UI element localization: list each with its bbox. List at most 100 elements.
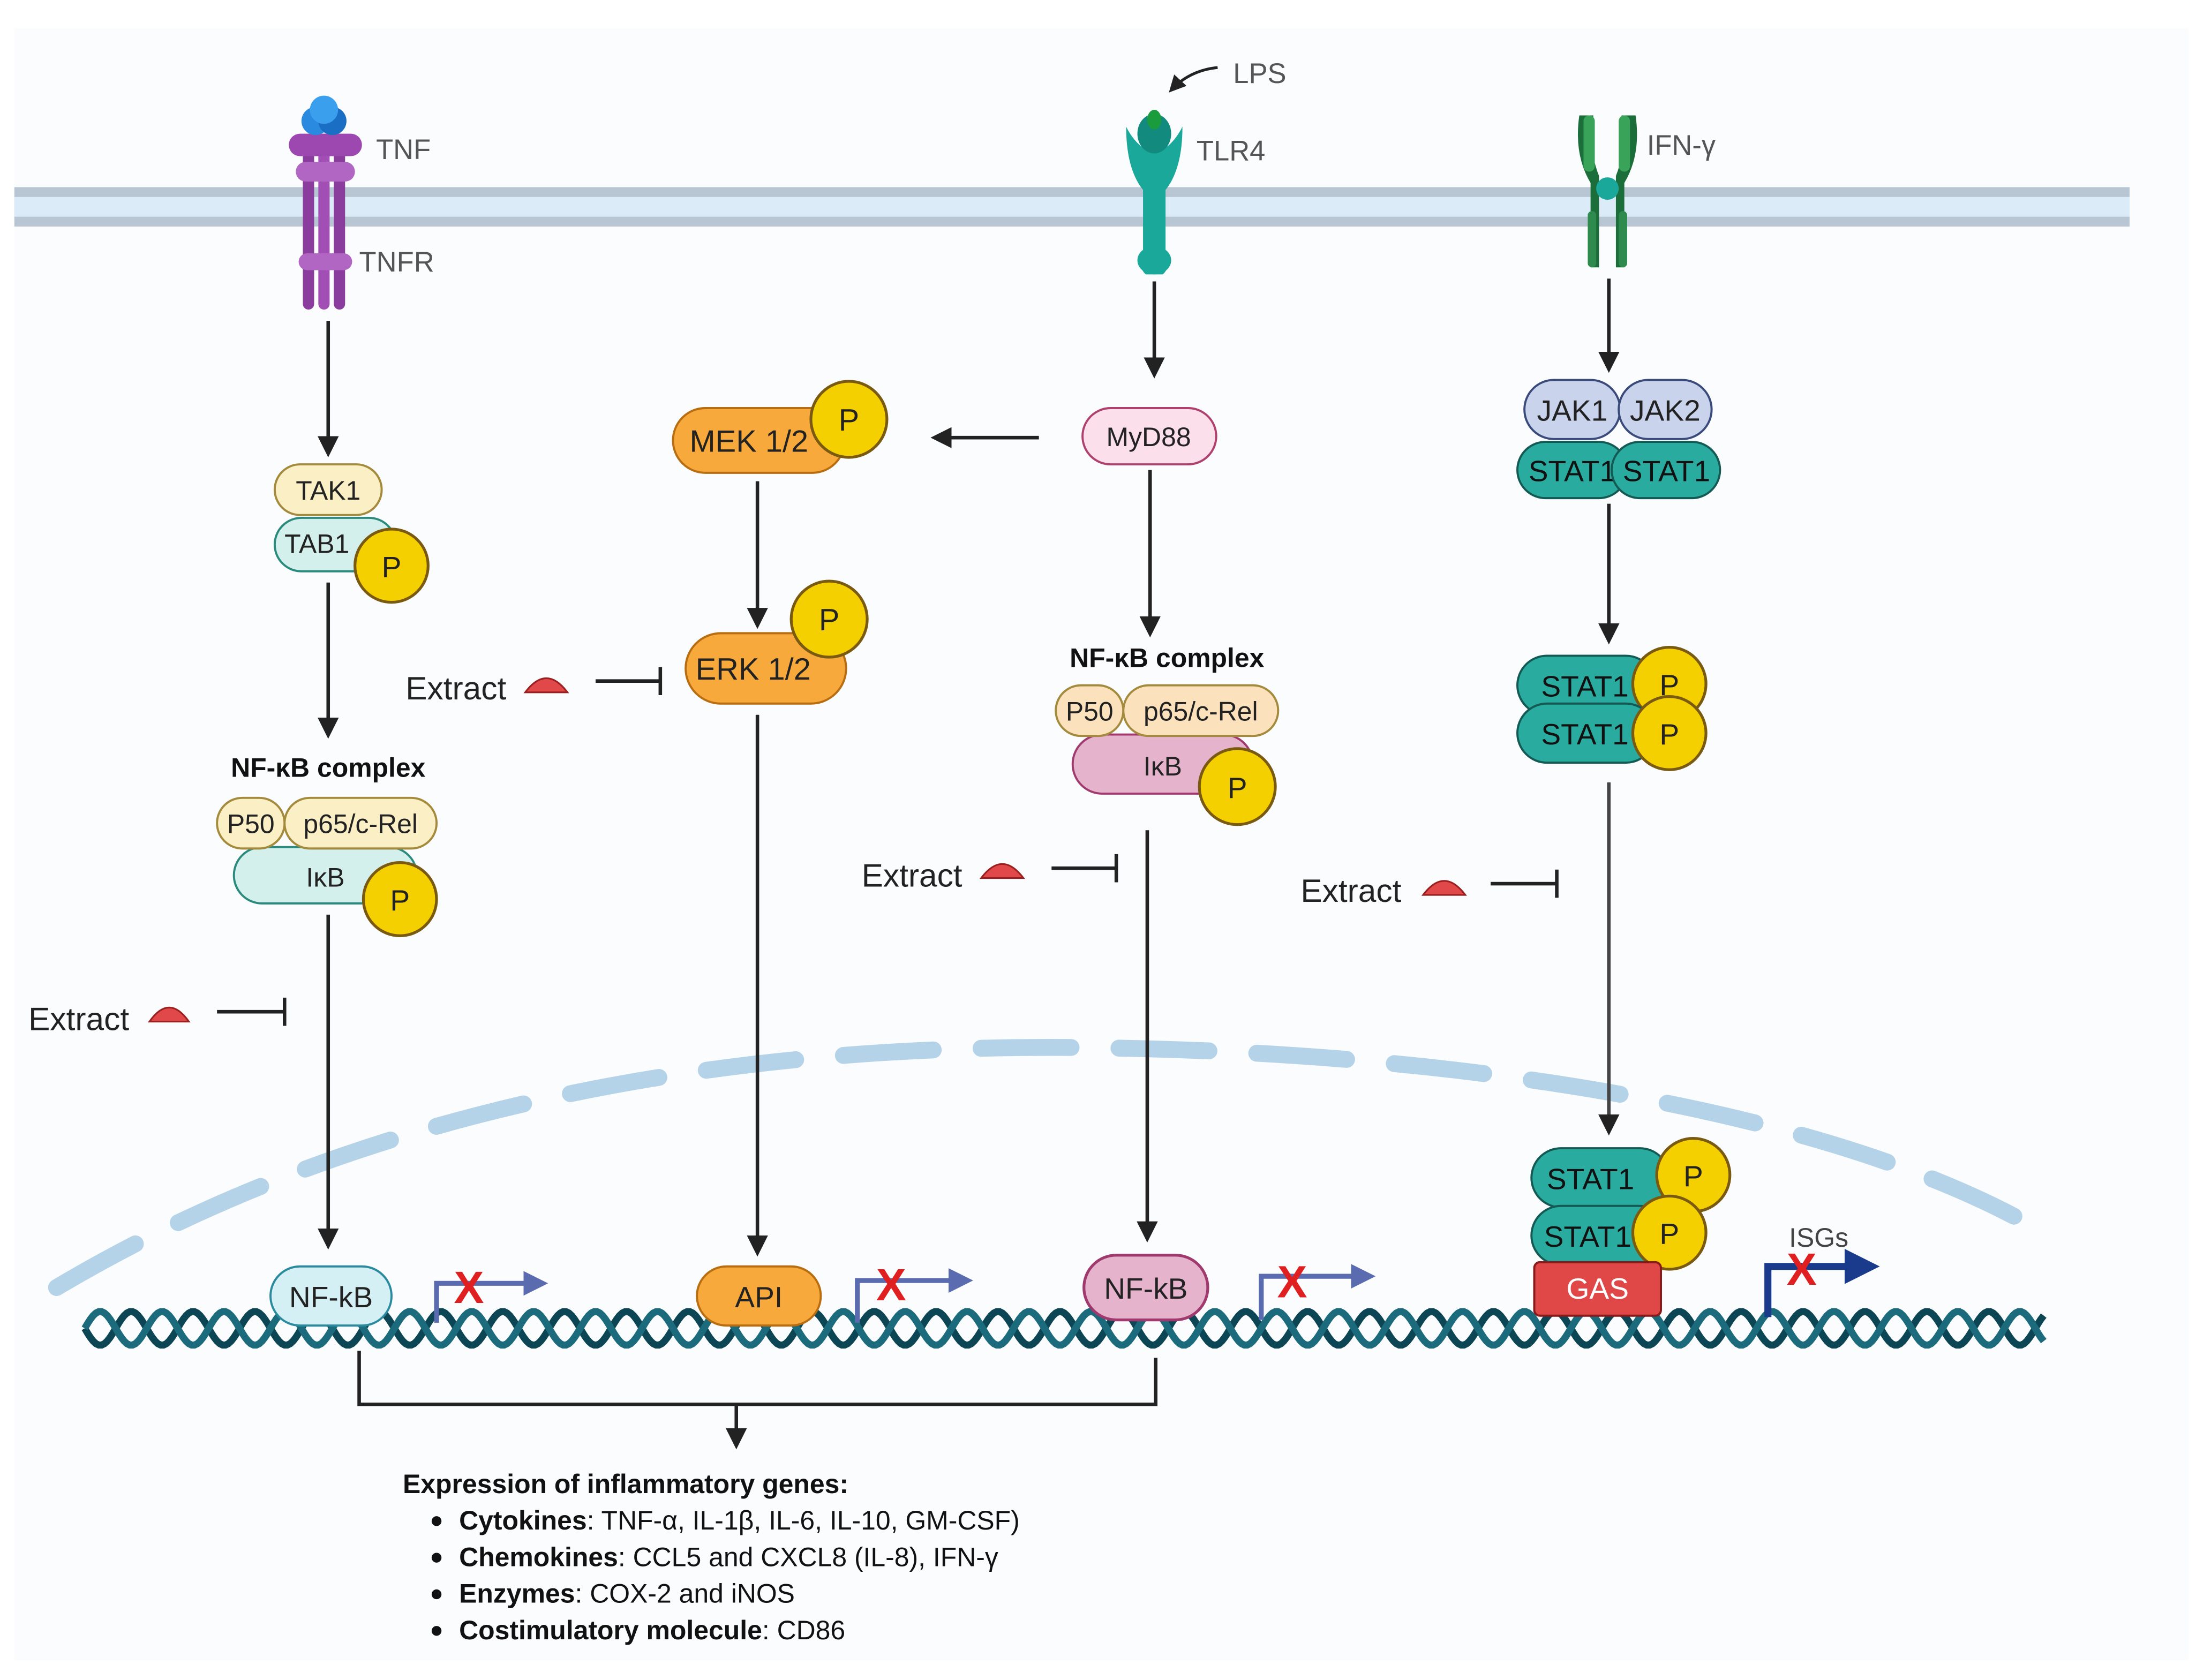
mek-label: MEK 1/2 [690,424,809,458]
ifng-label: IFN-γ [1647,130,1716,161]
svg-text:P: P [1659,1217,1679,1250]
stat1-nuclear-bottom-label: STAT1 [1544,1220,1631,1253]
svg-text:Chemokines: CCL5 and CXCL8 (IL: Chemokines: CCL5 and CXCL8 (IL-8), IFN-γ [459,1542,998,1572]
lps-label: LPS [1233,58,1286,89]
jak1-label: JAK1 [1537,394,1608,427]
expression-term: Enzymes [459,1579,575,1609]
myd88-node [1081,407,1217,466]
expression-item-enzymes: Enzymes: COX-2 and iNOS [431,1579,795,1609]
jak2-label: JAK2 [1630,394,1701,427]
gas-label: GAS [1567,1272,1629,1305]
tnfr-label: TNFR [359,246,434,278]
jak2-node [1618,379,1713,440]
extract-triangle-1 [148,1006,191,1023]
tlr4-receptor [1126,109,1183,275]
tnf-p50-label: P50 [227,809,275,839]
stat1-jak-right-label: STAT1 [1623,455,1710,488]
expression-item-cytokines: Cytokines: TNF-α, IL-1β, IL-6, IL-10, GM… [431,1505,1020,1535]
stat1-jak-right-node [1611,441,1721,500]
expression-item-chemokines: Chemokines: CCL5 and CXCL8 (IL-8), IFN-γ [431,1542,998,1572]
svg-text:P: P [1228,771,1247,804]
expression-detail: CCL5 and CXCL8 (IL-8), IFN-γ [626,1542,998,1572]
stat1-dimer-top-label: STAT1 [1541,670,1628,703]
extract-inhibitor-4: Extract [1300,869,1559,909]
tak1-node [273,463,383,516]
tak1-label: TAK1 [296,476,360,506]
ap1-transcription-blocked: X [855,1260,973,1323]
expression-title: Expression of inflammatory genes: [403,1469,848,1499]
tlr-p50-label: P50 [1066,696,1114,726]
tlr-p65-node [1122,684,1280,737]
stat1-dimer-bottom-phospho: P [1631,695,1708,771]
gas-element [1533,1261,1662,1317]
tlr-ikb-phospho: P [1198,747,1277,826]
tnf-ikb-phospho: P [362,861,438,937]
tlr-complex-title: NF-κB complex [1070,643,1265,673]
tnf-receptor [289,95,362,310]
extract-triangle-2 [523,677,569,694]
extract-triangle-3 [979,863,1025,879]
tnf-nfkb-nucleus-label: NF-kB [289,1280,373,1314]
tlr-nfkb-nucleus-label: NF-kB [1104,1272,1187,1305]
tnf-ikb-label: IκB [306,862,344,892]
extract-label-3: Extract [862,857,962,893]
tnf-block-x: X [454,1262,484,1313]
myd88-label: MyD88 [1107,422,1191,452]
ap1-node [696,1265,822,1327]
extract-inhibitor-3: Extract [862,854,1118,893]
stat1-nuclear-top-label: STAT1 [1547,1162,1634,1195]
svg-text:P: P [1683,1159,1703,1193]
expression-detail: COX-2 and iNOS [582,1579,795,1609]
svg-text:P: P [390,884,410,917]
ap1-block-x: X [876,1260,906,1310]
lps-arrow [1169,66,1218,93]
tlr-transcription-blocked: X [1259,1257,1376,1320]
expression-detail: CD86 [770,1615,845,1645]
expression-list: Cytokines: TNF-α, IL-1β, IL-6, IL-10, GM… [431,1505,1020,1645]
stat1-jak-left-label: STAT1 [1529,455,1616,488]
tlr-nfkb-nucleus-node [1082,1254,1209,1322]
stat1-nuclear-bottom-phospho: P [1631,1194,1708,1271]
svg-text:Cytokines: TNF-α, IL-1β, IL-6,: Cytokines: TNF-α, IL-1β, IL-6, IL-10, GM… [459,1505,1020,1535]
tnf-complex-title: NF-κB complex [231,752,426,782]
tab1-phospho: P [354,528,430,604]
tnf-transcription-blocked: X [434,1262,548,1323]
expression-detail: TNF-α, IL-1β, IL-6, IL-10, GM-CSF) [595,1505,1020,1535]
dna-helix [81,1308,2047,1349]
erk-phospho: P [789,579,869,659]
svg-text:P: P [1659,718,1679,751]
svg-text:P: P [839,403,860,438]
expression-term: Chemokines [459,1542,618,1572]
tab1-label: TAB1 [284,529,349,559]
expression-term: Costimulatory molecule [459,1615,762,1645]
svg-text:P: P [382,550,402,583]
isgs-block-x: X [1787,1244,1817,1294]
extract-inhibitor-1: Extract [28,997,287,1037]
svg-text:P: P [819,603,840,637]
extract-label-2: Extract [405,670,506,706]
expression-term: Cytokines [459,1505,587,1535]
tlr-p65-label: p65/c-Rel [1144,696,1258,726]
tnf-p65-node [283,796,438,850]
isgs-transcription-blocked: ISGs X [1764,1223,1880,1317]
mek-phospho: P [809,380,889,459]
extract-inhibitor-2: Extract [405,667,663,706]
ifngr-receptor [1577,115,1637,268]
erk-label: ERK 1/2 [696,652,811,687]
tlr4-label: TLR4 [1197,135,1266,167]
stat1-dimer-bottom-label: STAT1 [1541,718,1628,751]
tlr-ikb-label: IκB [1144,751,1182,781]
expression-item-costimulatory: Costimulatory molecule: CD86 [431,1615,845,1645]
extract-label-1: Extract [28,1000,129,1037]
tnf-p65-label: p65/c-Rel [303,809,418,839]
isgs-label: ISGs [1789,1223,1848,1253]
tnf-nfkb-nucleus-node [269,1265,393,1327]
gene-expression-connector [357,1351,1158,1450]
extract-triangle-4 [1421,880,1467,896]
svg-text:Costimulatory molecule: CD86: Costimulatory molecule: CD86 [459,1615,845,1645]
tlr-block-x: X [1277,1257,1307,1307]
tnf-ligand-label: TNF [376,134,431,165]
plasma-membrane [14,187,2130,227]
extract-label-4: Extract [1300,872,1401,909]
